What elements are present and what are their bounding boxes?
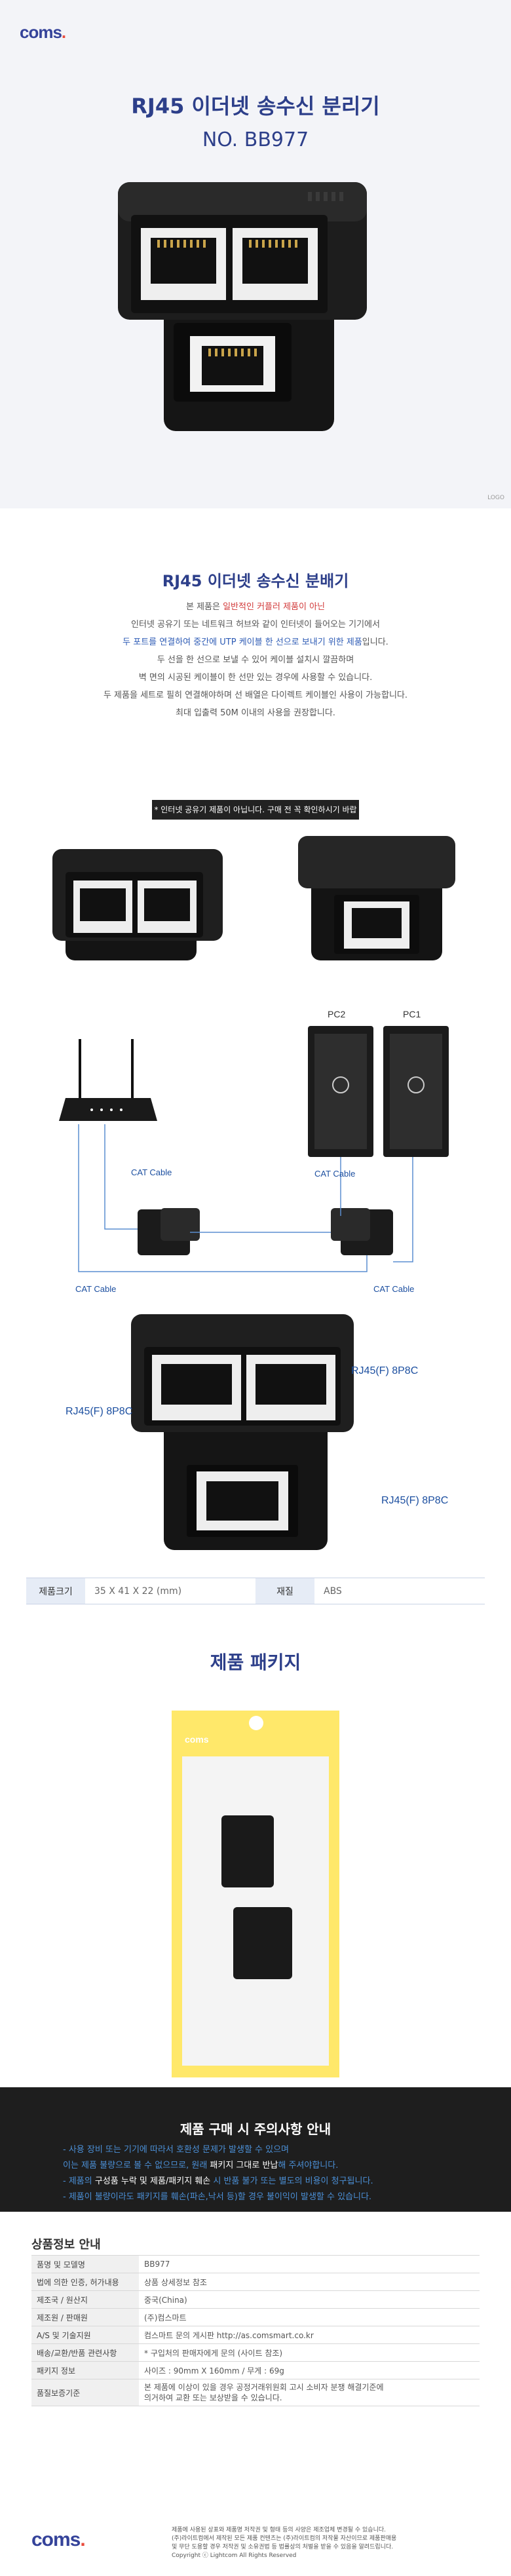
intro-section: RJ45 이더넷 송수신 분배기 본 제품은 일반적인 커플러 제품이 아닌 인…	[0, 508, 511, 834]
spec-material-label: 재질	[256, 1578, 314, 1604]
connection-diagram: PC2 PC1 CAT Cable CAT Cable CAT Cable CA…	[0, 1000, 511, 1301]
list-item: - 제품의 구성품 누락 및 제품/패키지 훼손 시 반품 불가 또는 별도의 …	[63, 2176, 373, 2186]
table-row: 제품크기 35 X 41 X 22 (mm) 재질 ABS	[26, 1578, 485, 1604]
product-hero-image	[118, 182, 367, 431]
row-value: 중국(China)	[139, 2290, 480, 2309]
spec-table-section: 제품크기 35 X 41 X 22 (mm) 재질 ABS	[0, 1576, 511, 1648]
brand-logo[interactable]: coms.	[20, 22, 66, 42]
port-callouts: RJ45(F) 8P8C RJ45(F) 8P8C RJ45(F) 8P8C	[0, 1301, 511, 1576]
row-value: 상품 상세정보 참조	[139, 2273, 480, 2291]
spec-size-value: 35 X 41 X 22 (mm)	[85, 1578, 256, 1604]
hang-hole	[249, 1716, 263, 1730]
spec-material-value: ABS	[314, 1578, 485, 1604]
port-label-left: RJ45(F) 8P8C	[66, 1406, 133, 1417]
cat-cable-label-right-bottom: CAT Cable	[373, 1284, 415, 1294]
splitter-left	[138, 1208, 200, 1255]
spec-size-label: 제품크기	[26, 1578, 85, 1604]
router-image	[59, 1039, 157, 1121]
cat-cable-label-right-top: CAT Cable	[314, 1169, 356, 1179]
intro-subtitle: RJ45 이더넷 송수신 분배기	[162, 572, 349, 590]
logo-mark: LOGO	[487, 495, 504, 501]
intro-description: 본 제품은 일반적인 커플러 제품이 아닌 인터넷 공유기 또는 네트워크 허브…	[103, 602, 408, 718]
package-item-2	[233, 1907, 292, 1979]
hero-section: coms. RJ45 이더넷 송수신 분리기 NO. BB977 LOGO	[0, 0, 511, 508]
caution-list: - 사용 장비 또는 기기에 따라서 호환성 문제가 발생할 수 있으며 이는 …	[63, 2142, 373, 2205]
product-info-title: 상품정보 안내	[31, 2238, 101, 2252]
package-logo: coms	[185, 1734, 209, 1745]
footer-text: 제품에 사용된 상표와 제품명 저작권 및 형태 등의 사양은 제조업체 변경될…	[172, 2527, 397, 2559]
pc1-image	[383, 1026, 449, 1157]
row-key: 제조국 / 원산지	[31, 2290, 139, 2309]
package-section: 제품 패키지 coms	[0, 1648, 511, 2087]
diagram-drawing	[59, 1026, 449, 1272]
spec-table: 제품크기 35 X 41 X 22 (mm) 재질 ABS	[26, 1578, 485, 1604]
package-item-1	[221, 1815, 274, 1887]
caution-section: 제품 구매 시 주의사항 안내 - 사용 장비 또는 기기에 따라서 호환성 문…	[0, 2087, 511, 2212]
pc1-label: PC1	[403, 1009, 421, 1019]
port-diagram-image	[131, 1314, 354, 1550]
row-value: (주)컴스마트	[139, 2308, 480, 2326]
list-item: - 사용 장비 또는 기기에 따라서 호환성 문제가 발생할 수 있으며	[63, 2145, 290, 2155]
caution-title: 제품 구매 시 주의사항 안내	[180, 2121, 331, 2137]
table-row: 배송/교환/반품 관련사항* 구입처의 판매자에게 문의 (사이트 참조)	[31, 2343, 480, 2362]
package-image: coms	[172, 1711, 339, 2077]
package-title: 제품 패키지	[210, 1652, 301, 1673]
port-label-bottom: RJ45(F) 8P8C	[381, 1495, 449, 1506]
table-row: 제조원 / 판매원(주)컴스마트	[31, 2308, 480, 2326]
cat-cable-label-left-top: CAT Cable	[131, 1167, 172, 1177]
row-value: 사이즈 : 90mm X 160mm / 무게 : 69g	[139, 2361, 480, 2379]
list-item: - 제품이 불량이라도 패키지를 훼손(파손,낙서 등)할 경우 불이익이 발생…	[63, 2192, 372, 2202]
footer-logo[interactable]: coms.	[31, 2529, 86, 2550]
list-item: 이는 제품 불량으로 볼 수 없으므로, 원래 패키지 그대로 반납해 주셔야합…	[63, 2161, 339, 2170]
row-key: 제조원 / 판매원	[31, 2308, 139, 2326]
row-key: 품명 및 모델명	[31, 2255, 139, 2273]
pc2-label: PC2	[328, 1009, 346, 1019]
row-key: 배송/교환/반품 관련사항	[31, 2343, 139, 2362]
row-key: 법에 의한 인증, 허가내용	[31, 2273, 139, 2291]
package-window	[182, 1756, 329, 2066]
product-photo-front	[52, 849, 223, 960]
pc2-image	[308, 1026, 373, 1157]
row-key: 품질보증기준	[31, 2379, 139, 2406]
splitter-right	[331, 1208, 393, 1255]
row-key: 패키지 정보	[31, 2361, 139, 2379]
port-label-right: RJ45(F) 8P8C	[351, 1365, 419, 1376]
cat-cable-label-left-bottom: CAT Cable	[75, 1284, 117, 1294]
row-value: * 구입처의 판매자에게 문의 (사이트 참조)	[139, 2343, 480, 2362]
row-value: BB977	[139, 2255, 480, 2273]
row-key: A/S 및 기술지원	[31, 2326, 139, 2344]
notice-banner: * 인터넷 공유기 제품이 아닙니다. 구매 전 꼭 확인하시기 바랍니다.	[152, 800, 359, 834]
product-photos	[0, 810, 511, 1000]
product-title: RJ45 이더넷 송수신 분리기	[131, 94, 380, 119]
as-link[interactable]: 컴스마트 문의 게시판 http://as.comsmart.co.kr	[139, 2326, 480, 2344]
footer: coms. 제품에 사용된 상표와 제품명 저작권 및 형태 등의 사양은 제조…	[0, 2526, 511, 2576]
model-number: NO. BB977	[202, 128, 309, 151]
product-photo-back	[298, 836, 455, 960]
